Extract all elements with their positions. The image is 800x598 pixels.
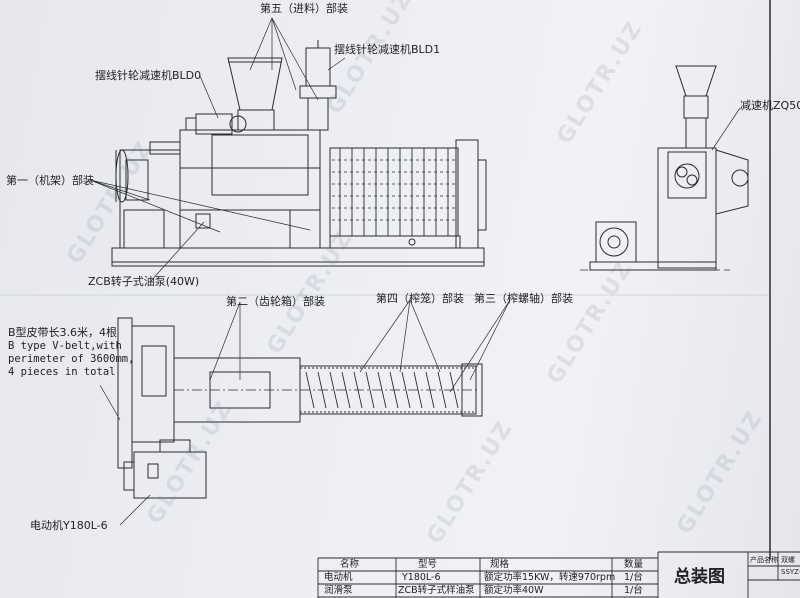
label-motor: 电动机Y180L-6 [30,519,108,532]
hopper [227,57,283,111]
bom-cell: 电动机 [324,572,353,583]
end-pulley [599,227,629,257]
label-part1-frame: 第一（机架）部装 [6,174,94,187]
model-value: SSYZ- [781,568,800,576]
belt-note-en-1: B type V-belt,with [8,339,122,352]
leader-motor [119,494,151,526]
bom-row: 润滑泵 ZCB转子式样油泵 额定功率40W 1/台 [318,584,658,597]
bom-cell: 额定功率40W [484,585,544,596]
reducer-zq50-shape [715,149,749,215]
drawing-title: 总装图 [674,567,725,587]
leader-part1 [89,179,151,201]
product-name-value: 双螺 [781,556,795,564]
bom-header-row: 名称 型号 规格 数量 [318,558,658,571]
label-reducer-zq50: 减速机ZQ50 [740,99,800,112]
leader-belt [99,384,121,421]
bom-cell: 1/台 [624,585,643,596]
bom-cell: Y180L-6 [402,572,441,583]
label-reducer-bld0: 摆线针轮减速机BLD0 [95,69,202,82]
label-zcb-pump: ZCB转子式油泵(40W) [88,275,200,288]
end-frame [657,147,717,269]
belt-note-cn: B型皮带长3.6米，4根 [8,326,118,339]
bom-header-name: 名称 [340,559,360,570]
belt-note-en-2: perimeter of 3600mm, [8,352,135,365]
end-view [580,65,749,271]
plan-section [99,299,511,526]
machine-base [111,247,485,267]
press-cage [329,147,459,237]
belt-note-en-3: 4 pieces in total [8,366,116,378]
gearbox-block [179,129,321,249]
label-reducer-bld1: 摆线针轮减速机BLD1 [334,43,441,56]
bom-cell: 额定功率15KW，转速970rpm [484,572,616,583]
bom-header-qty: 数量 [624,559,644,570]
leader-part5 [249,17,273,71]
label-part5-feeding: 第五（进料）部装 [260,2,348,15]
leader-pump [149,221,205,283]
bom-cell: 1/台 [624,572,643,583]
leader-bld1 [327,57,346,71]
bom-cell: ZCB转子式样油泵 [398,585,475,596]
title-block: 总装图 产品名称 双螺 SSYZ- [660,552,800,598]
leader-zq50 [711,107,741,151]
side-elevation [89,17,487,283]
reducer-bld0-body [195,113,233,135]
label-belt-note: B型皮带长3.6米，4根 B type V-belt,with perimete… [8,326,134,379]
leader-part4 [359,299,411,373]
reducer-bld1-body [305,47,331,87]
label-part4-cage: 第四（榨笼）部装 [376,292,464,305]
product-name-label: 产品名称 [750,556,778,564]
label-part2-gearbox: 第二（齿轮箱）部装 [226,295,325,308]
bill-of-materials: 名称 型号 规格 数量 电动机 Y180L-6 额定功率15KW，转速970rp… [318,558,658,598]
bom-header-model: 型号 [418,559,438,570]
end-hopper [675,65,717,97]
bom-header-spec: 规格 [490,559,510,570]
label-part3-screw: 第三（榨螺轴）部装 [474,292,573,305]
bom-grid [317,551,800,598]
leader-part3 [469,299,511,381]
bom-cell: 润滑泵 [324,585,353,596]
bom-row: 电动机 Y180L-6 额定功率15KW，转速970rpm 1/台 [318,571,658,584]
leader-bld0 [199,75,219,119]
